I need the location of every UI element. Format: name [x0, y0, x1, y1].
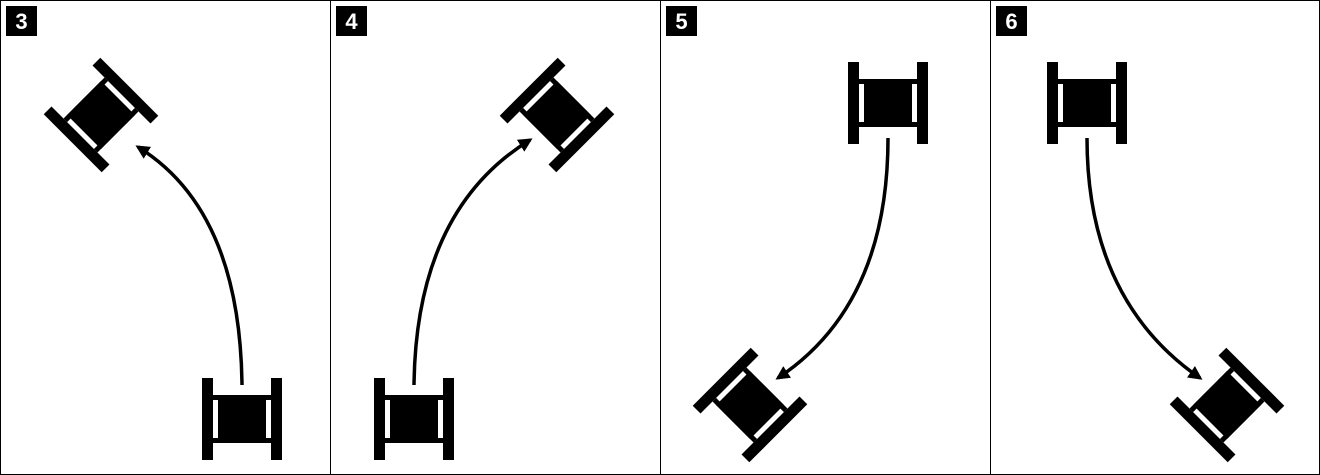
panel-label-badge — [336, 6, 367, 36]
panel-4: 4 — [330, 0, 661, 475]
panel-5: 5 — [660, 0, 991, 475]
curved-arrow-icon — [775, 137, 890, 380]
curved-arrow-icon — [135, 145, 244, 386]
curved-arrow-icon — [1085, 137, 1203, 380]
panel-6: 6 — [990, 0, 1320, 475]
panel-3: 3 — [0, 0, 331, 475]
panel-label: 6 — [1005, 9, 1017, 34]
panel-label: 4 — [345, 9, 358, 34]
panel-label-badge — [6, 6, 37, 36]
panel-label: 3 — [15, 9, 27, 34]
panel-label: 5 — [675, 9, 687, 34]
panel-label-badge — [666, 6, 697, 36]
curved-arrow-icon — [412, 138, 533, 386]
panel-label-badge — [996, 6, 1027, 36]
